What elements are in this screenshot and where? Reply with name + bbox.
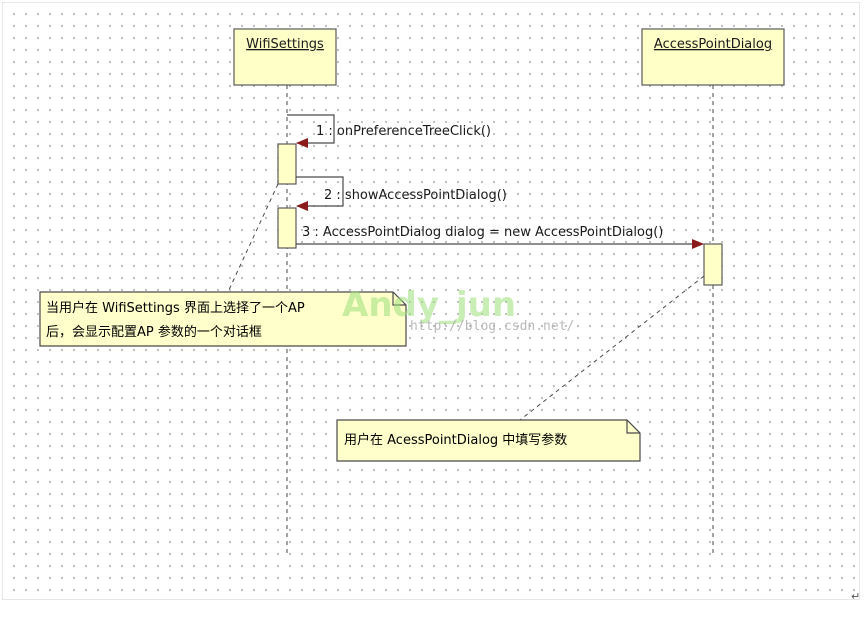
activation-bar-3[interactable]	[703, 243, 723, 286]
activation-bar-1[interactable]	[277, 143, 297, 185]
note-2-shape	[336, 419, 641, 462]
note-1-line-1: 当用户在 WifiSettings 界面上选择了一个AP	[46, 300, 305, 316]
note-1-shape	[39, 291, 407, 347]
message-3-label: 3 : AccessPointDialog dialog = new Acces…	[302, 225, 663, 240]
message-2-arrow	[296, 176, 344, 211]
note-1[interactable]: 当用户在 WifiSettings 界面上选择了一个AP 后，会显示配置AP 参…	[39, 291, 407, 347]
note-2-fold	[626, 420, 640, 434]
watermark-url: http://blog.csdn.net/	[410, 319, 574, 334]
note-1-fold	[392, 292, 406, 306]
message-2-label: 2 : showAccessPointDialog()	[324, 188, 507, 203]
note-2-line-1: 用户在 AcessPointDialog 中填写参数	[344, 432, 567, 448]
lifeline-accesspointdialog[interactable]: AccessPointDialog	[641, 28, 785, 555]
watermark-text: Andy_jun	[342, 285, 516, 325]
message-1-label: 1 : onPreferenceTreeClick()	[316, 124, 491, 139]
grid-background	[2, 2, 860, 600]
message-1[interactable]: 1 : onPreferenceTreeClick()	[287, 114, 491, 148]
return-mark: ↵	[851, 590, 860, 603]
note-2-anchor	[519, 275, 705, 421]
activation-bar-2[interactable]	[277, 207, 297, 249]
note-2[interactable]: 用户在 AcessPointDialog 中填写参数	[336, 419, 641, 462]
note-1-anchor	[227, 183, 279, 293]
message-1-arrow	[287, 114, 335, 148]
lifeline-label-wifisettings: WifiSettings	[246, 37, 324, 52]
lifeline-head-wifisettings[interactable]	[233, 28, 337, 86]
message-2[interactable]: 2 : showAccessPointDialog()	[296, 176, 507, 211]
message-3[interactable]: 3 : AccessPointDialog dialog = new Acces…	[296, 225, 704, 249]
lifeline-label-accesspointdialog: AccessPointDialog	[654, 37, 772, 52]
lifeline-head-accesspointdialog[interactable]	[641, 28, 785, 86]
note-1-line-2: 后，会显示配置AP 参数的一个对话框	[46, 324, 262, 340]
